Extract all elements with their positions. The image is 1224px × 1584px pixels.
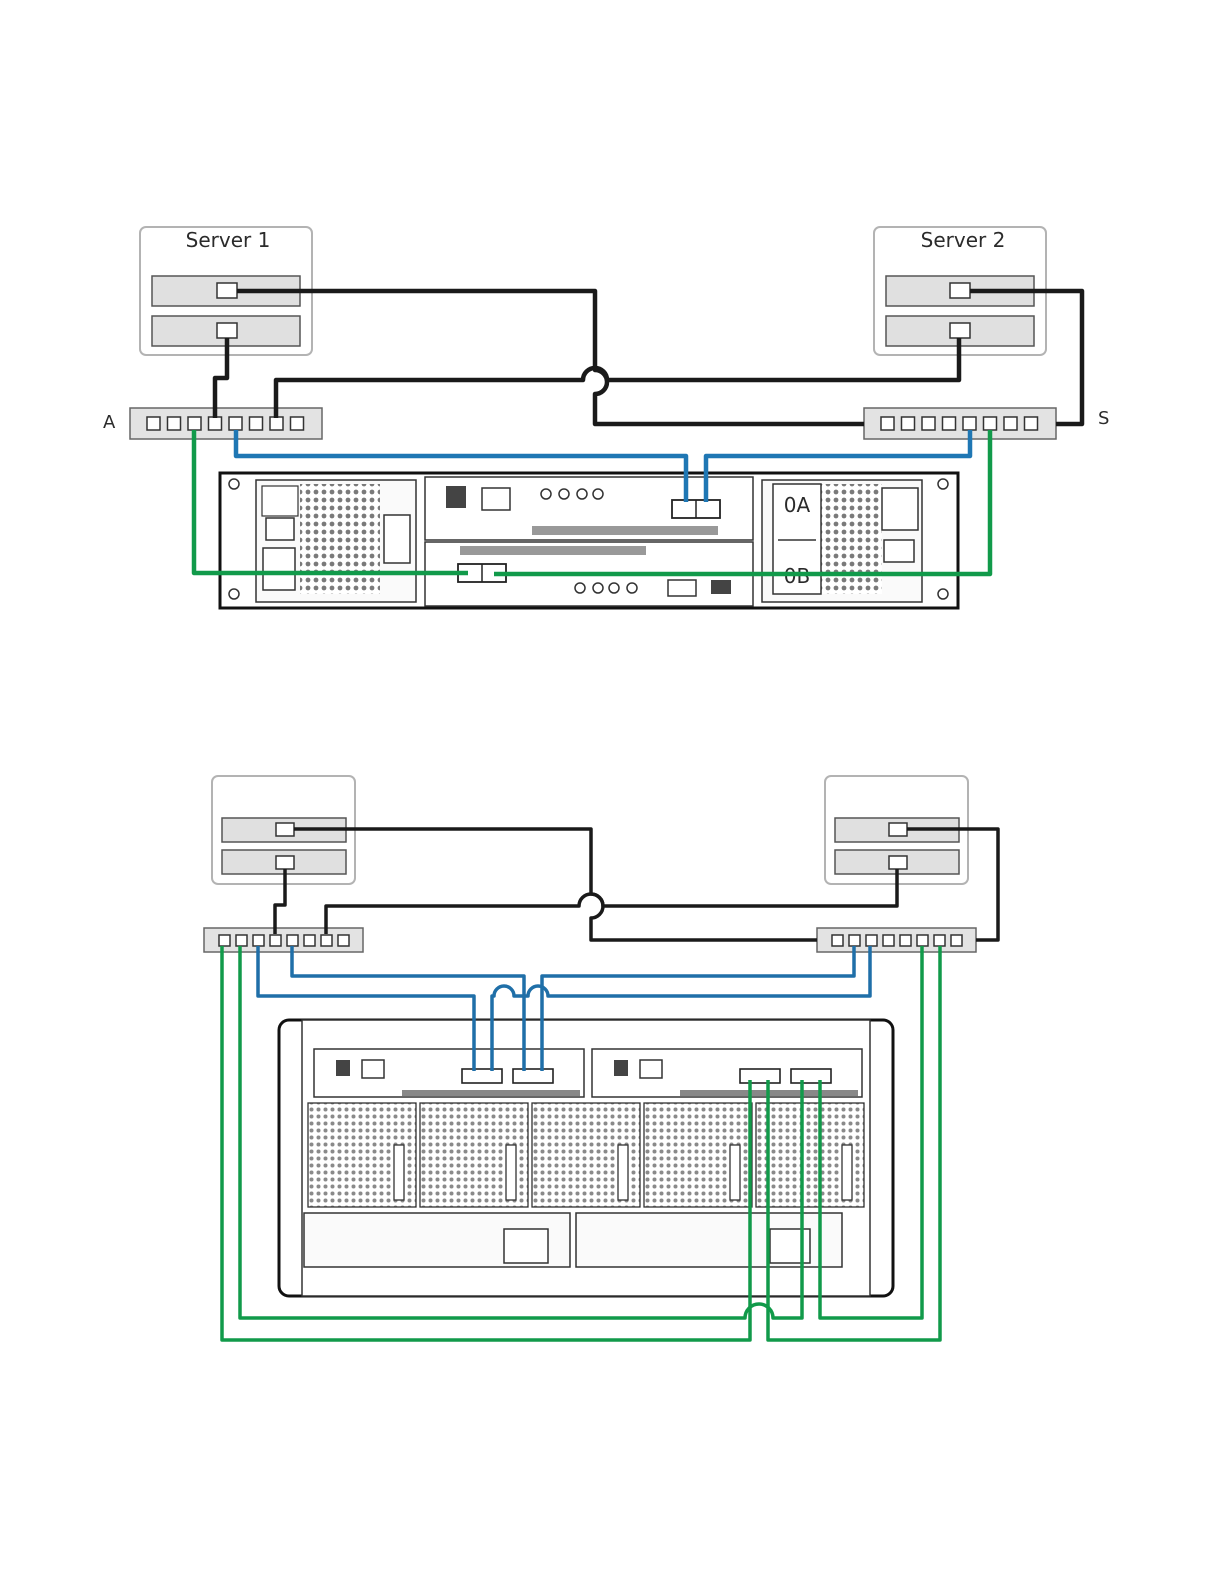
power-socket-icon [882,488,918,530]
cable-server-left-to-switch-b [294,829,817,940]
switch-port [922,417,935,430]
usb-port-icon [711,580,731,594]
switch-port [1004,417,1017,430]
usb-port-icon [614,1060,628,1076]
switch-a [130,408,322,439]
ethernet-port-icon [362,1060,384,1078]
status-led-panel [262,486,298,516]
power-switch-icon [884,540,914,562]
switch-port [188,417,201,430]
fan-handle [394,1145,404,1200]
switch-port [338,935,349,946]
fan-grille [300,484,380,594]
storage-enclosure-2u: 0A 0B [220,473,958,608]
ethernet-port-icon [640,1060,662,1078]
switch-port [963,417,976,430]
switch-port [881,417,894,430]
power-switch-icon [266,518,294,540]
hba-port [276,856,294,869]
switch-port [917,935,928,946]
switch-b-label: S [1098,408,1109,429]
server-1-label: Server 1 [186,228,271,252]
switch-port [304,935,315,946]
cable-server2-to-switch-a [276,338,959,418]
switch-port [168,417,181,430]
power-socket-icon [770,1229,810,1263]
switch-port [287,935,298,946]
switch-port [253,935,264,946]
switch-b [864,408,1056,439]
hba-port [217,283,237,298]
power-socket-icon [504,1229,548,1263]
hba-port [950,323,970,338]
switch-port [832,935,843,946]
switch-port [902,417,915,430]
switch-port [250,417,263,430]
switch-port [849,935,860,946]
fan-handle [730,1145,740,1200]
switch-port [943,417,956,430]
power-socket-icon [263,548,295,590]
hba-port [889,823,907,836]
switch-port [229,417,242,430]
fan-handle [842,1145,852,1200]
fan-grille [820,484,882,594]
switch-port [984,417,997,430]
switch-port [321,935,332,946]
host-port-pair [513,1069,553,1083]
switch-port [209,417,222,430]
switch-port [270,417,283,430]
hba-port [889,856,907,869]
cable-server-right-to-switch-a [326,869,897,934]
latch-handle [384,515,410,563]
switch-port [934,935,945,946]
server-2-label: Server 2 [921,228,1006,252]
usb-port-icon [446,486,466,508]
switch-port [270,935,281,946]
switch-a-label: A [103,412,116,433]
controller-0a-label: 0A [784,493,811,517]
switch-port [951,935,962,946]
switch-port [236,935,247,946]
host-port-pair [740,1069,780,1083]
hba-port [276,823,294,836]
ethernet-port-icon [668,580,696,596]
cable-server1-to-switch-b [237,291,864,424]
switch-port [866,935,877,946]
hba-port [950,283,970,298]
switch-a-bottom [204,928,363,952]
controller-rail [532,526,718,535]
switch-port [883,935,894,946]
fan-handle [506,1145,516,1200]
switch-b-bottom [817,928,976,952]
switch-port [291,417,304,430]
host-port-pair [462,1069,502,1083]
top-diagram: Server 1 Server 2 A S [103,227,1109,608]
controller-rail [460,546,646,555]
ethernet-port-icon [482,488,510,510]
switch-port [147,417,160,430]
hba-port [217,323,237,338]
usb-port-icon [336,1060,350,1076]
bottom-diagram [204,776,998,1340]
host-port-pair [791,1069,831,1083]
switch-port [900,935,911,946]
switch-port [219,935,230,946]
fan-handle [618,1145,628,1200]
switch-port [1025,417,1038,430]
